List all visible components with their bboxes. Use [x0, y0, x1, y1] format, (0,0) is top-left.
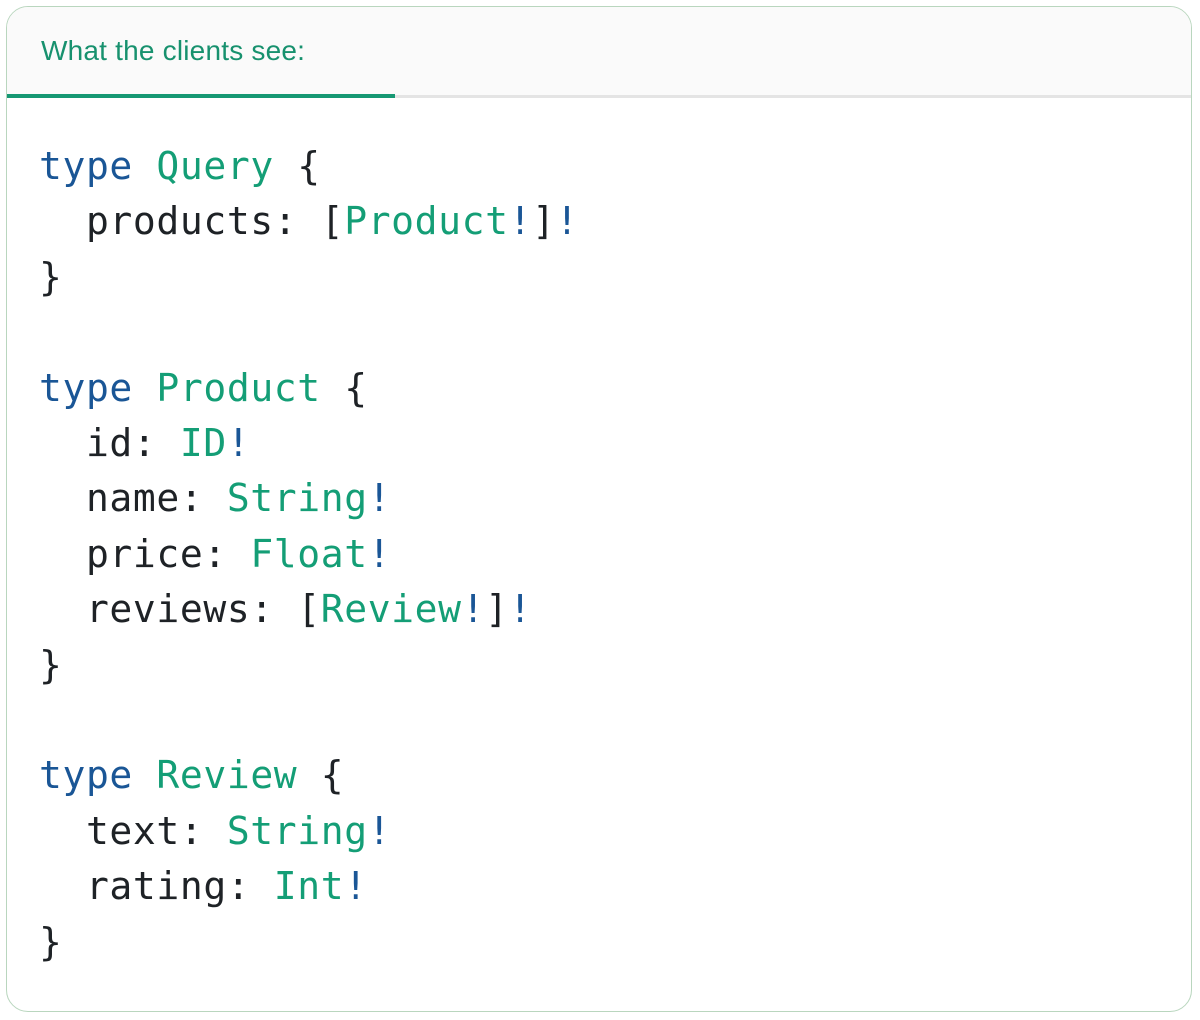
code-token-ty: Int — [273, 864, 345, 909]
code-token-kw: type — [39, 753, 133, 798]
code-token-bang: ! — [461, 587, 486, 632]
code-token-pl: id: — [39, 421, 180, 466]
code-line: } — [39, 915, 1191, 970]
code-token-bang: ! — [367, 531, 392, 576]
code-token-pl — [133, 144, 156, 188]
code-token-bang: ! — [344, 864, 368, 909]
code-token-ty: Product — [344, 199, 509, 244]
code-line: type Query { — [39, 139, 1191, 194]
code-token-pl: ] — [532, 199, 556, 244]
code-token-pl: reviews: [ — [39, 587, 321, 632]
code-token-kw: type — [39, 144, 133, 188]
code-token-pl: } — [39, 919, 63, 964]
code-line: } — [39, 638, 1191, 693]
code-token-ty: String — [226, 476, 368, 521]
code-line: price: Float! — [39, 527, 1191, 582]
code-token-ty: Query — [156, 144, 274, 188]
code-token-pl — [133, 366, 156, 410]
code-token-bang: ! — [367, 476, 392, 521]
code-token-bang: ! — [555, 199, 580, 244]
code-token-pl: } — [39, 254, 63, 299]
tab-what-clients-see[interactable]: What the clients see: — [7, 7, 395, 98]
code-token-kw: type — [39, 365, 133, 410]
code-token-ty: Review — [156, 753, 298, 798]
code-line: products: [Product!]! — [39, 194, 1191, 249]
code-line: text: String! — [39, 804, 1191, 859]
code-line: } — [39, 250, 1191, 305]
graphql-schema-code-block: type Query { products: [Product!]!}type … — [7, 98, 1191, 970]
code-token-bang: ! — [508, 199, 533, 244]
code-line: name: String! — [39, 471, 1191, 526]
code-token-pl: rating: — [39, 864, 274, 909]
code-token-ty: Float — [250, 531, 368, 576]
code-token-pl: products: [ — [39, 199, 345, 244]
schema-panel-card: What the clients see: type Query { produ… — [6, 6, 1192, 1012]
code-line — [39, 693, 1191, 748]
code-token-pl: { — [297, 753, 345, 798]
code-token-pl: } — [39, 642, 63, 687]
code-token-pl: text: — [39, 808, 227, 853]
code-line: type Review { — [39, 748, 1191, 803]
code-token-ty: Product — [156, 365, 321, 410]
code-token-pl: price: — [39, 531, 251, 576]
code-token-ty: String — [226, 808, 368, 853]
code-line: id: ID! — [39, 416, 1191, 471]
code-token-bang: ! — [367, 808, 392, 853]
code-line — [39, 305, 1191, 360]
tab-label: What the clients see: — [41, 35, 306, 66]
code-line: type Product { — [39, 361, 1191, 416]
code-token-pl: ] — [485, 587, 509, 632]
code-token-bang: ! — [226, 421, 251, 466]
code-line: rating: Int! — [39, 859, 1191, 914]
tab-bar: What the clients see: — [7, 7, 1191, 98]
code-token-pl — [133, 753, 156, 797]
code-token-bang: ! — [508, 587, 533, 632]
code-token-pl: { — [273, 144, 321, 188]
code-token-pl: { — [320, 365, 368, 410]
code-line: reviews: [Review!]! — [39, 582, 1191, 637]
code-token-ty: ID — [179, 421, 227, 466]
code-token-ty: Review — [320, 587, 462, 632]
code-token-pl: name: — [39, 476, 227, 521]
